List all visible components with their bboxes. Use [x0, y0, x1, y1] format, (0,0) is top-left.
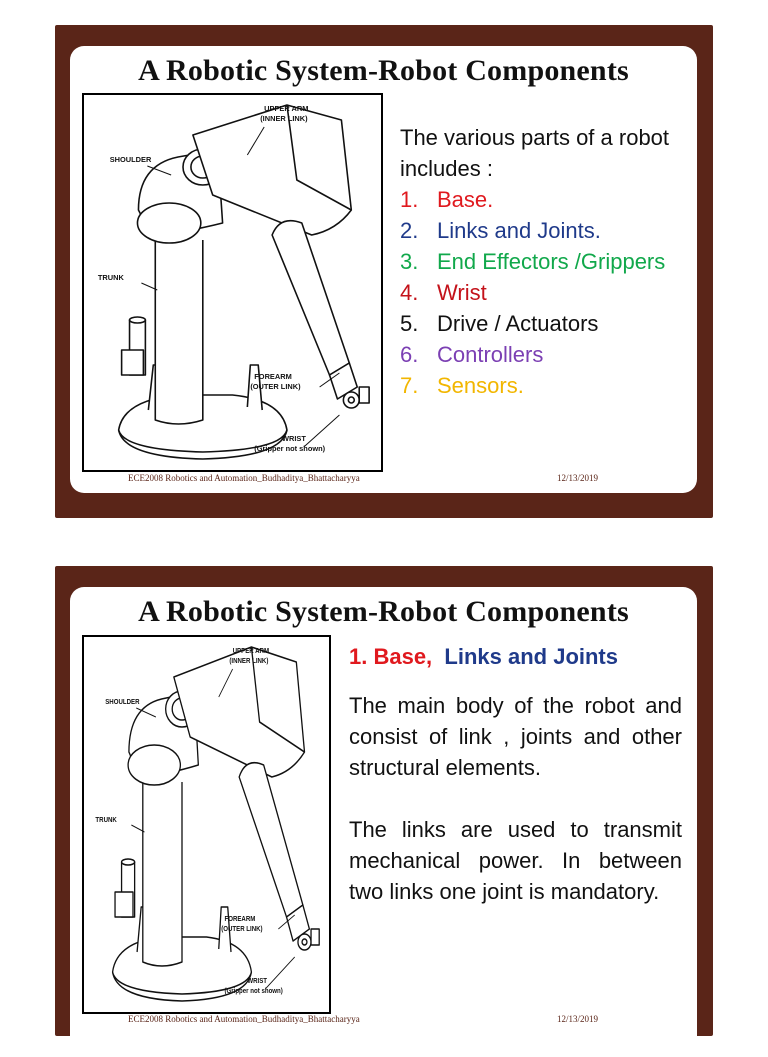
footer-course: ECE2008 Robotics and Automation_Budhadit… [128, 473, 360, 483]
list-item: 2.Links and Joints. [400, 218, 601, 243]
label-shoulder: SHOULDER [110, 155, 152, 164]
robot-arm-diagram: UPPER ARM (INNER LINK) SHOULDER TRUNK FO… [82, 93, 383, 472]
base-links-text: 1. Base, Links and Joints The main body … [349, 641, 682, 938]
label-upper-arm: UPPER ARM [264, 104, 308, 113]
slide-1-content: A Robotic System-Robot Components [70, 46, 697, 493]
list-item: 1.Base. [400, 187, 494, 212]
list-item: 4.Wrist [400, 280, 487, 305]
slide-title: A Robotic System-Robot Components [138, 595, 629, 628]
heading-links-joints: Links and Joints [444, 644, 618, 669]
components-intro: The various parts of a robot includes : [400, 125, 670, 181]
label-upper-arm: UPPER ARM [233, 648, 270, 656]
paragraph-links: The links are used to transmit mechanica… [349, 817, 682, 904]
label-wrist: WRIST [282, 434, 306, 443]
footer-date: 12/13/2019 [557, 1014, 599, 1024]
heading-base: 1. Base, [349, 644, 433, 669]
label-wrist: WRIST [247, 978, 267, 986]
robot-arm-diagram: UPPER ARM (INNER LINK) SHOULDER TRUNK FO… [82, 635, 331, 1014]
label-trunk: TRUNK [98, 273, 125, 282]
label-inner-link: (INNER LINK) [229, 658, 268, 666]
components-list: 1.Base. 2.Links and Joints. 3.End Effect… [400, 184, 690, 401]
list-item: 5.Drive / Actuators [400, 311, 599, 336]
robot-arm-illustration: UPPER ARM (INNER LINK) SHOULDER TRUNK FO… [95, 646, 320, 1002]
list-item: 6.Controllers [400, 342, 544, 367]
list-item: 3.End Effectors /Grippers [400, 249, 666, 274]
slide-1: A Robotic System-Robot Components [55, 25, 713, 518]
section-heading: 1. Base, Links and Joints [349, 641, 682, 672]
label-trunk: TRUNK [95, 817, 116, 825]
slide-2: A Robotic System-Robot Components [55, 566, 713, 1057]
slide-title: A Robotic System-Robot Components [138, 54, 629, 87]
list-item: 7.Sensors. [400, 373, 524, 398]
label-gripper-not-shown: (Gripper not shown) [254, 444, 325, 453]
label-gripper-not-shown: (Gripper not shown) [224, 988, 282, 996]
label-forearm: FOREARM [254, 372, 291, 381]
label-forearm: FOREARM [224, 916, 255, 924]
robot-arm-illustration: UPPER ARM (INNER LINK) SHOULDER TRUNK FO… [98, 104, 370, 460]
paragraph-main-body: The main body of the robot and consist o… [349, 693, 682, 780]
footer-date: 12/13/2019 [557, 473, 599, 483]
label-outer-link: (OUTER LINK) [250, 382, 301, 391]
label-outer-link: (OUTER LINK) [221, 926, 262, 934]
slide-2-content: A Robotic System-Robot Components [70, 587, 697, 1057]
footer-course: ECE2008 Robotics and Automation_Budhadit… [128, 1014, 360, 1024]
label-inner-link: (INNER LINK) [260, 114, 308, 123]
components-text: The various parts of a robot includes : … [400, 122, 690, 401]
label-shoulder: SHOULDER [105, 699, 139, 707]
